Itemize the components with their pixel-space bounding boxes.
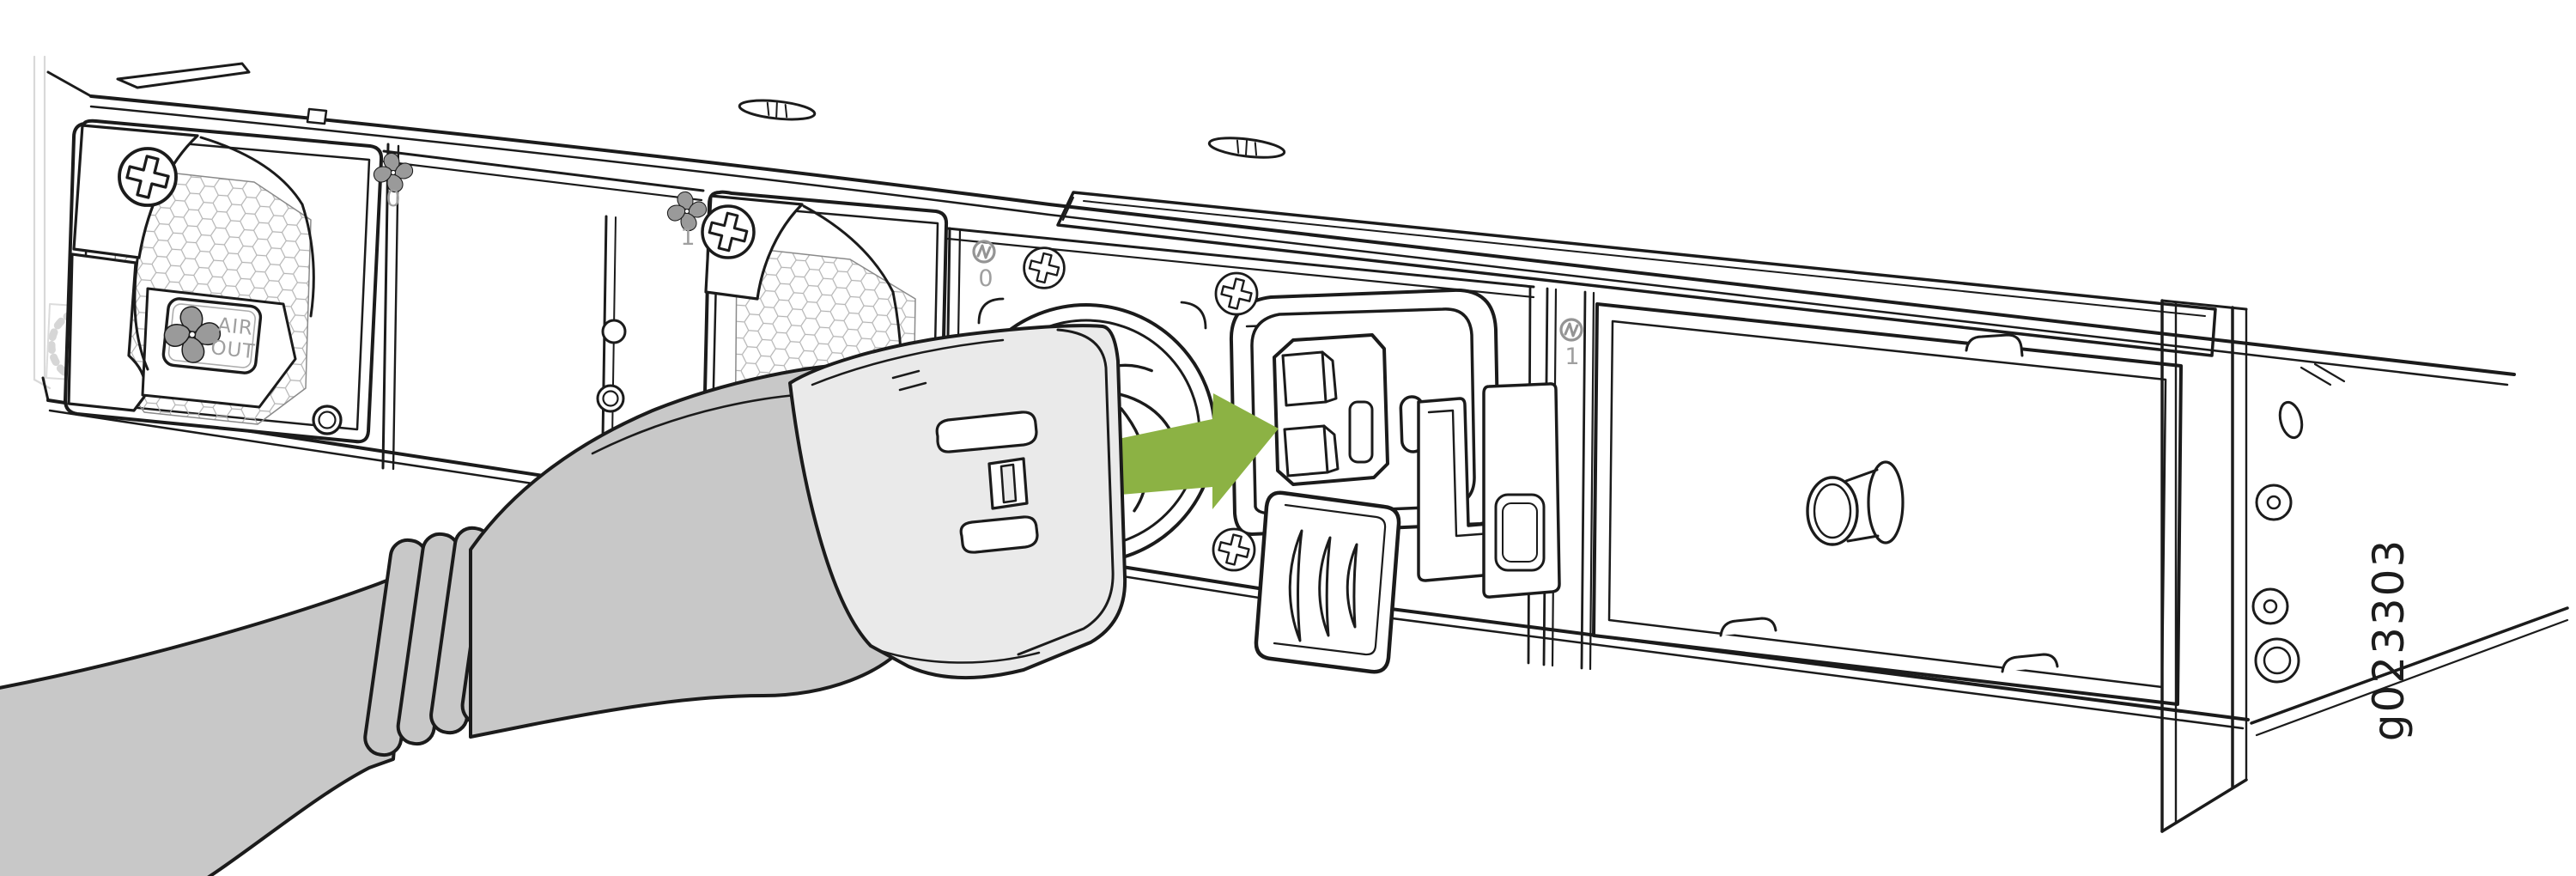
panel-spring-tab <box>1965 333 2024 357</box>
insert-direction-arrow-icon <box>1110 393 1279 509</box>
bottom-edge-notch <box>2001 653 2059 673</box>
top-cover-screw-icon <box>737 95 817 125</box>
cable-body <box>0 570 410 876</box>
screw-icon <box>701 204 756 259</box>
panel-hole <box>601 319 627 344</box>
power-cable <box>0 362 914 876</box>
fan-module-hole <box>312 405 343 435</box>
ac-inlet-assembly <box>1212 271 1561 674</box>
inlet-ground-pin <box>1348 400 1374 464</box>
psu-blank-panel <box>1592 302 2183 706</box>
inlet-contact <box>1281 350 1327 407</box>
fan-slot-0-number: 0 <box>386 186 400 212</box>
psu-slot-0-label: 0 <box>972 240 996 292</box>
psu-slot-1-number: 1 <box>1564 344 1579 370</box>
top-edge-tab <box>306 107 328 125</box>
air-out-badge: AIR OUT <box>161 297 263 374</box>
side-hole <box>2255 484 2293 521</box>
panel-knob <box>1806 460 1905 546</box>
side-oval-hole <box>2278 400 2304 440</box>
chassis-top-cover <box>46 62 2516 386</box>
fan-module-0: AIR OUT <box>64 119 384 444</box>
side-ring-hole <box>2254 637 2300 684</box>
inlet-retainer-clip <box>1254 490 1401 674</box>
chassis-top-edge <box>89 94 2516 376</box>
plug-grip-slot <box>935 411 1038 453</box>
chassis-side-bottom-edge <box>2250 606 2569 725</box>
fan-slot-1-label: 1 <box>666 191 708 251</box>
psu-slot-1-label: 1 <box>1559 318 1583 370</box>
plug-body <box>788 324 1127 680</box>
power-plug <box>788 324 1127 680</box>
fan-slot-0-label: 0 <box>373 152 414 212</box>
screw-icon <box>118 147 178 207</box>
air-out-line1: AIR <box>216 314 254 340</box>
power-supply-icon <box>972 240 996 264</box>
inlet-contact <box>1283 424 1329 478</box>
fan-bay-divider <box>381 143 705 551</box>
screw-icon <box>1214 271 1259 316</box>
side-hole <box>2251 587 2289 625</box>
psu-slot-0-number: 0 <box>978 265 993 292</box>
panel-hole <box>596 384 625 413</box>
top-cover-cutout <box>116 62 251 89</box>
screw-icon <box>1212 527 1256 572</box>
power-supply-icon <box>1559 318 1583 342</box>
figure-id-label: g023303 <box>2364 538 2414 742</box>
top-cover-screw-icon <box>1206 133 1287 162</box>
screw-icon <box>1023 246 1066 289</box>
chassis-right-bracket <box>1719 299 2569 833</box>
air-out-line2: OUT <box>210 337 256 363</box>
plug-grip-slot <box>959 515 1039 554</box>
bottom-edge-notch <box>1719 617 1777 637</box>
fan-slot-1-number: 1 <box>680 224 695 251</box>
